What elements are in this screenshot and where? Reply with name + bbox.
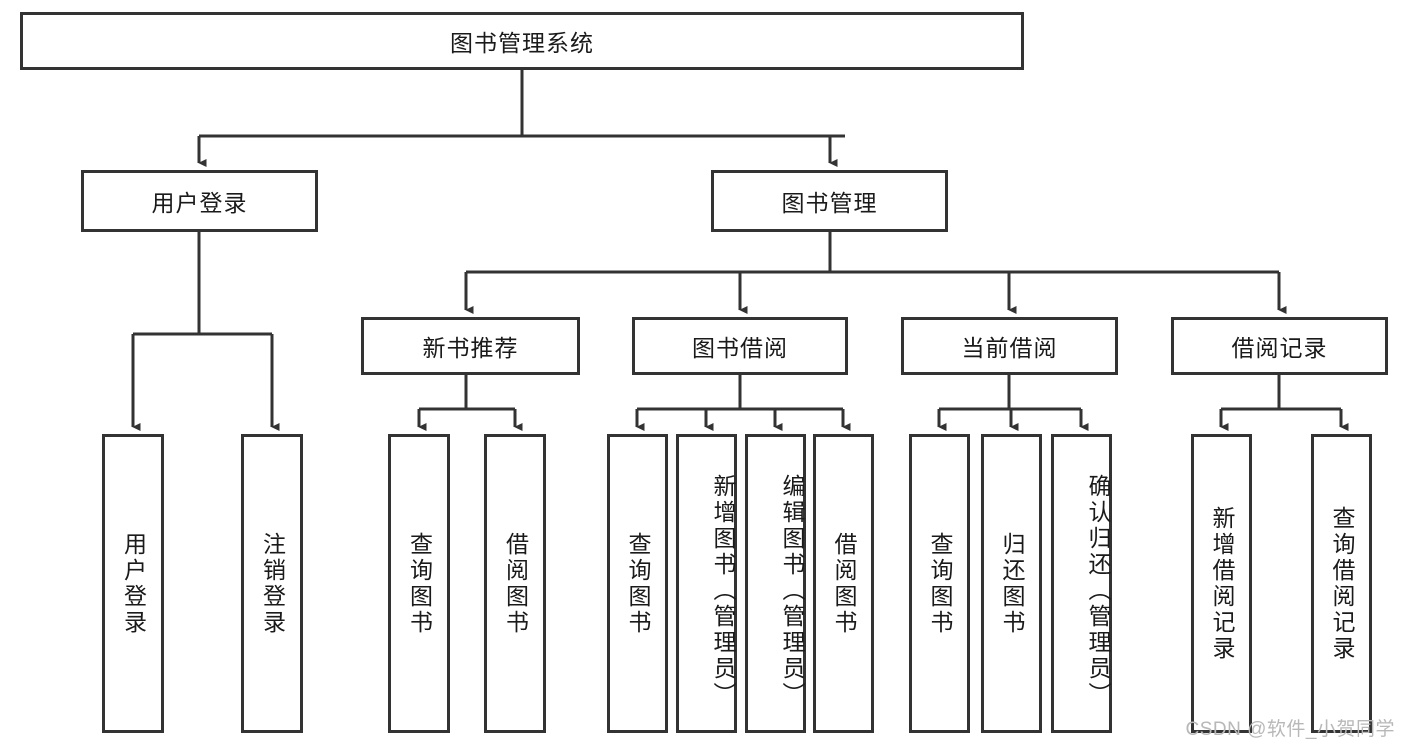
leaf-borrow-books-recommend[interactable]: 借阅图书 (484, 434, 546, 733)
node-new-book-recommend[interactable]: 新书推荐 (361, 317, 580, 375)
watermark-text: CSDN @软件_小贺同学 (1185, 719, 1395, 740)
leaf-borrow-books[interactable]: 借阅图书 (813, 434, 874, 733)
leaf-query-books-borrow[interactable]: 查询图书 (607, 434, 668, 733)
leaf-return-books[interactable]: 归还图书 (981, 434, 1042, 733)
leaf-query-borrow-record[interactable]: 查询借阅记录 (1311, 434, 1372, 733)
leaf-edit-book-admin[interactable]: 编辑图书（管理员） (745, 434, 806, 733)
leaf-user-login[interactable]: 用户登录 (102, 434, 164, 733)
leaf-add-borrow-record[interactable]: 新增借阅记录 (1191, 434, 1252, 733)
node-book-management[interactable]: 图书管理 (711, 170, 948, 232)
leaf-query-books-current[interactable]: 查询图书 (909, 434, 970, 733)
node-root[interactable]: 图书管理系统 (20, 12, 1024, 70)
node-user-login[interactable]: 用户登录 (81, 170, 318, 232)
node-borrow-records[interactable]: 借阅记录 (1171, 317, 1388, 375)
leaf-confirm-return-admin[interactable]: 确认归还（管理员） (1051, 434, 1112, 733)
node-current-borrow[interactable]: 当前借阅 (901, 317, 1118, 375)
leaf-query-books-recommend[interactable]: 查询图书 (388, 434, 450, 733)
leaf-logout-login[interactable]: 注销登录 (241, 434, 303, 733)
node-book-borrow[interactable]: 图书借阅 (632, 317, 848, 375)
leaf-add-book-admin[interactable]: 新增图书（管理员） (676, 434, 737, 733)
